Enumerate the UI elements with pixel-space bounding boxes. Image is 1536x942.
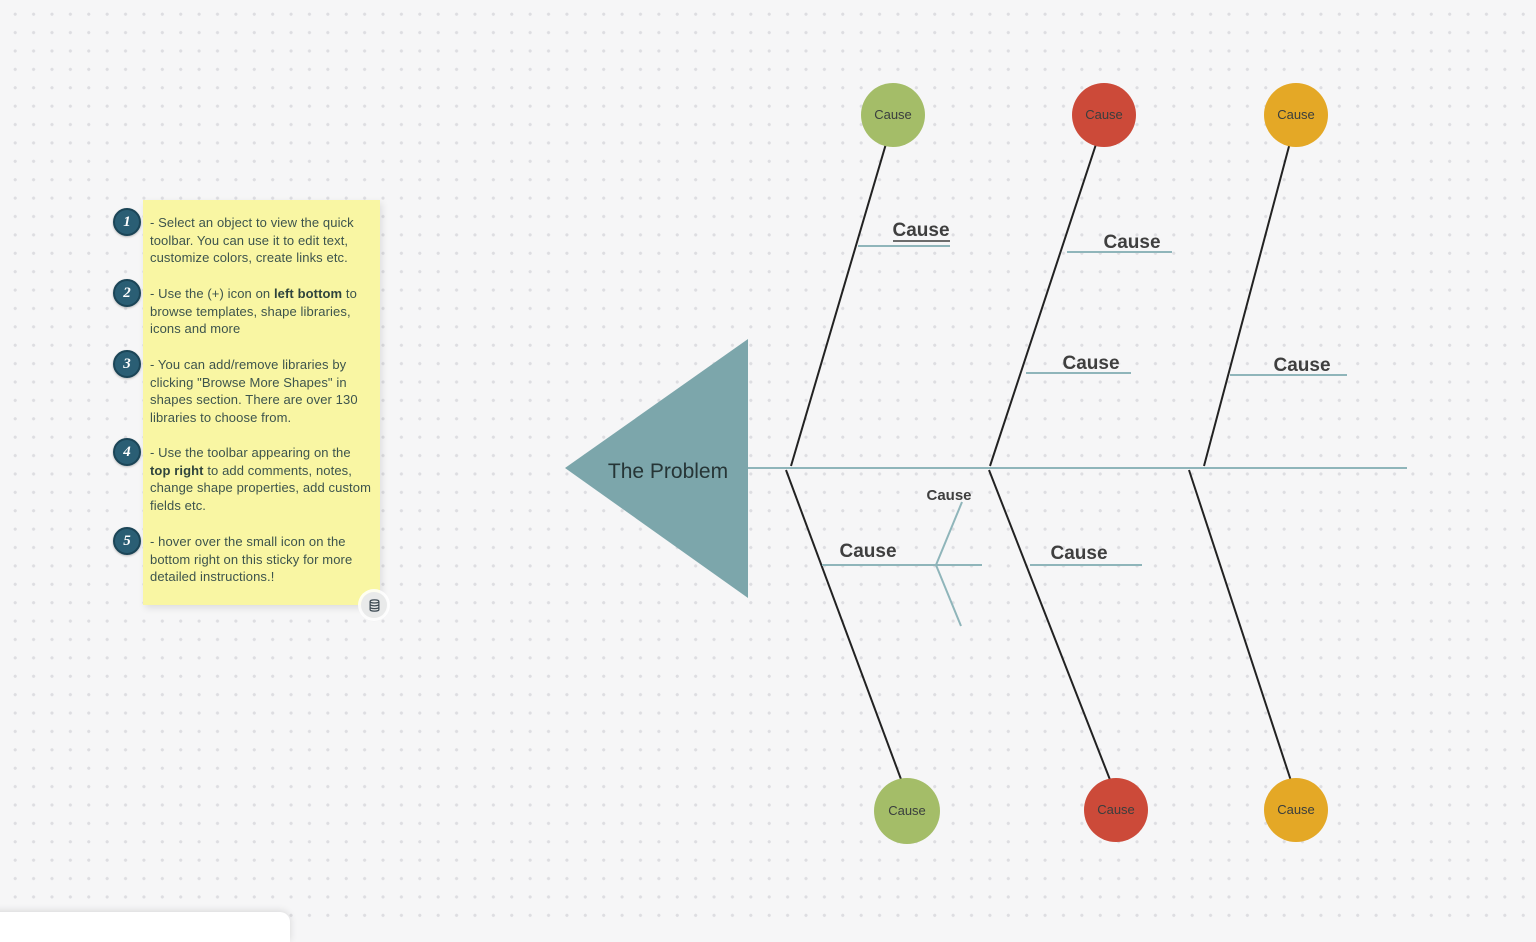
step-number: 5 — [123, 532, 131, 549]
branch-label[interactable]: Cause — [926, 487, 971, 504]
branch-label[interactable]: Cause — [1062, 353, 1119, 374]
branch-label[interactable]: Cause — [892, 220, 949, 241]
database-stack-icon[interactable] — [361, 592, 387, 618]
cause-node-label: Cause — [888, 803, 926, 818]
problem-head-shape[interactable] — [565, 339, 748, 598]
step-text: - Use the toolbar appearing on the top r… — [150, 445, 372, 513]
bone-bottom-3[interactable] — [1188, 469, 1295, 791]
step-number-badge: 1 — [113, 208, 141, 236]
cause-node-label: Cause — [1085, 107, 1123, 122]
sub-branch-bottom-1-up[interactable] — [935, 501, 963, 566]
problem-label[interactable]: The Problem — [608, 460, 728, 483]
sticky-step-1: 1 - Select an object to view the quick t… — [113, 208, 374, 267]
cause-node-label: Cause — [874, 107, 912, 122]
cause-node-bottom-1[interactable] — [874, 778, 940, 844]
step-number: 1 — [123, 213, 131, 230]
sticky-step-5: 5 - hover over the small icon on the bot… — [113, 527, 374, 586]
branch-label[interactable]: Cause — [1273, 355, 1330, 376]
cause-node-label: Cause — [1097, 802, 1135, 817]
step-text: - Use the (+) icon on left bottom to bro… — [150, 286, 357, 336]
bone-top-3[interactable] — [1203, 119, 1297, 467]
bone-bottom-1[interactable] — [785, 469, 906, 791]
branch-label[interactable]: Cause — [839, 541, 896, 562]
step-text: - Select an object to view the quick too… — [150, 215, 354, 265]
branch-label[interactable]: Cause — [1050, 543, 1107, 564]
step-text: - hover over the small icon on the botto… — [150, 534, 353, 584]
cause-node-top-2[interactable] — [1072, 83, 1136, 147]
step-number-badge: 4 — [113, 438, 141, 466]
corner-panel[interactable] — [0, 912, 290, 942]
bone-top-2[interactable] — [989, 119, 1105, 467]
cause-node-label: Cause — [1277, 802, 1315, 817]
cause-node-bottom-3[interactable] — [1264, 778, 1328, 842]
sticky-step-3: 3 - You can add/remove libraries by clic… — [113, 350, 374, 426]
step-number: 3 — [123, 355, 131, 372]
cause-node-top-1[interactable] — [861, 83, 925, 147]
sticky-step-4: 4 - Use the toolbar appearing on the top… — [113, 438, 374, 514]
cause-node-top-3[interactable] — [1264, 83, 1328, 147]
step-number-badge: 3 — [113, 350, 141, 378]
bone-bottom-2[interactable] — [988, 469, 1115, 791]
sticky-step-2: 2 - Use the (+) icon on left bottom to b… — [113, 279, 374, 338]
step-number: 2 — [123, 284, 131, 301]
sub-branch-bottom-1-down[interactable] — [935, 564, 962, 627]
sticky-note[interactable]: 1 - Select an object to view the quick t… — [113, 200, 387, 618]
cause-node-label: Cause — [1277, 107, 1315, 122]
step-number: 4 — [123, 443, 131, 460]
step-number-badge: 5 — [113, 527, 141, 555]
bone-top-1[interactable] — [790, 119, 894, 467]
step-text: - You can add/remove libraries by clicki… — [150, 357, 358, 425]
step-number-badge: 2 — [113, 279, 141, 307]
fishbone-diagram: Cause Cause Cause Cause Cause Cause Caus… — [565, 83, 1407, 844]
cause-node-bottom-2[interactable] — [1084, 778, 1148, 842]
branch-label[interactable]: Cause — [1103, 232, 1160, 253]
